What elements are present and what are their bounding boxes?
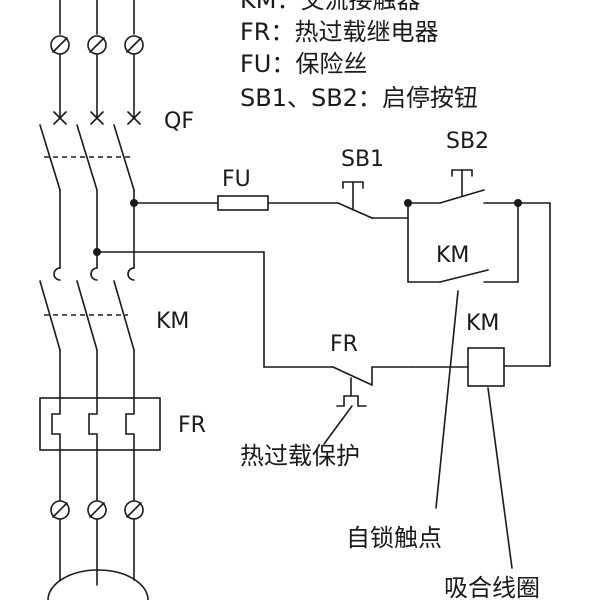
fr-aux-contact: FR	[96, 251, 413, 407]
qf-breaker: QF	[39, 109, 194, 191]
label-sb1: SB1	[341, 147, 384, 172]
sb1-button: SB1	[337, 147, 409, 219]
label-fr-main: FR	[178, 413, 206, 438]
fu-fuse	[217, 195, 269, 211]
control-circuit: FU SB1 SB2	[93, 129, 551, 569]
label-km-coil: KM	[466, 311, 499, 336]
label-qf: QF	[164, 109, 194, 134]
sb2-button: SB2	[407, 129, 519, 204]
main-wires-mid	[59, 189, 135, 269]
km-coil	[467, 347, 505, 387]
callout-self-lock: 自锁触点	[346, 524, 442, 552]
label-km-main: KM	[156, 309, 189, 334]
label-km-aux: KM	[436, 243, 469, 268]
legend-km: KM：交流接触器	[240, 0, 420, 14]
legend-fr: FR：热过载继电器	[240, 18, 438, 46]
fr-main-relay: FR	[39, 397, 206, 451]
label-sb2: SB2	[446, 129, 489, 154]
bottom-terminals	[47, 449, 149, 600]
legend: KM：交流接触器 FR：热过载继电器 FU：保险丝 SB1、SB2：启停按钮	[240, 0, 478, 112]
legend-sb: SB1、SB2：启停按钮	[240, 84, 478, 112]
top-terminals	[50, 0, 144, 119]
callouts: 热过载保护 自锁触点 吸合线圈	[240, 442, 540, 600]
main-wires-lower	[59, 349, 135, 399]
callout-coil: 吸合线圈	[444, 574, 540, 600]
callout-thermal: 热过载保护	[240, 442, 360, 470]
label-fr-aux: FR	[330, 332, 358, 357]
km-main-contacts: KM	[39, 267, 189, 351]
motor-symbol	[47, 569, 149, 600]
legend-fu: FU：保险丝	[240, 50, 367, 78]
label-fu: FU	[222, 167, 251, 192]
km-aux-contact: KM	[407, 202, 519, 283]
